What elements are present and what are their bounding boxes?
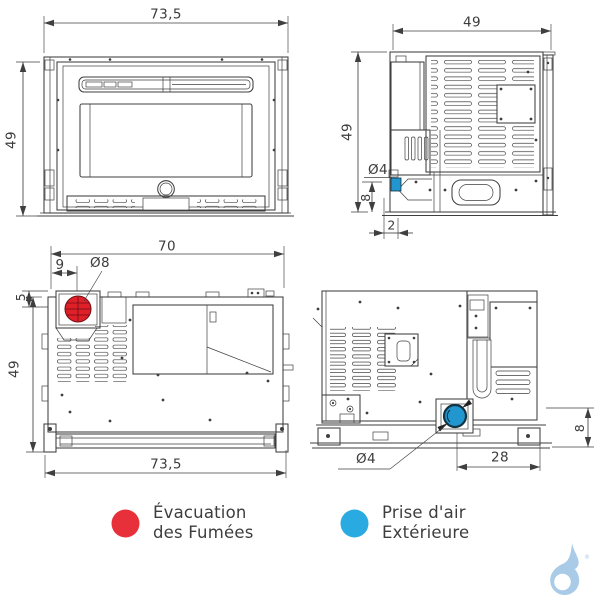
left-side-drawing xyxy=(310,290,552,449)
dim-rear-height: 49 xyxy=(7,296,44,453)
dim-front-height: 49 xyxy=(4,61,40,217)
air-legend-dot xyxy=(340,509,369,538)
dim-rear-flue-offset: 9 Ø8 5 xyxy=(13,255,110,308)
dim-label-side2-air-offset: 28 xyxy=(491,450,509,466)
air-inlet-marker-side xyxy=(390,177,402,192)
rear-panel xyxy=(132,304,274,375)
dim-label-side2-base-height: 8 xyxy=(572,424,587,432)
dim-label-side-air-height: 8 xyxy=(358,193,373,201)
left-side-base xyxy=(310,424,552,449)
rear-view: 70 9 Ø8 5 49 73,5 xyxy=(7,239,294,478)
registered-mark: ® xyxy=(584,554,590,561)
rear-vent-slats xyxy=(55,338,128,382)
side-perforated-panel xyxy=(425,55,541,173)
dim-label-rear-height: 49 xyxy=(7,360,23,378)
bottom-grille xyxy=(66,195,266,212)
legend-flue-line2: des Fumées xyxy=(153,523,254,543)
air-inlet-connector xyxy=(435,398,474,434)
dim-label-side-air-offset: 2 xyxy=(387,218,395,233)
glass-window xyxy=(79,103,253,178)
legend-air-line1: Prise d'air xyxy=(382,503,466,522)
dim-label-rear-width-top: 70 xyxy=(158,239,176,255)
left-side-right-section xyxy=(466,290,538,421)
dim-label-rear-flue-offset-x: 9 xyxy=(56,257,65,273)
dim-label-side2-air-dia: Ø4 xyxy=(356,451,376,467)
legend-item-air: Prise d'air Extérieure xyxy=(340,503,469,543)
drop-hole xyxy=(554,573,571,591)
left-side-bracket xyxy=(321,394,361,424)
left-side-plate xyxy=(384,333,419,367)
right-side-view: 49 49 Ø4 8 2 xyxy=(340,15,558,239)
legend-label-air: Prise d'air Extérieure xyxy=(382,503,469,543)
dim-left-side-air: Ø4 28 8 xyxy=(338,407,594,471)
legend-item-flue: Évacuation des Fumées xyxy=(111,503,253,543)
legend-flue-line1: Évacuation xyxy=(153,503,247,522)
dim-label-rear-flue-offset-y: 5 xyxy=(13,293,28,301)
front-view: 73,5 49 xyxy=(4,7,294,217)
top-air-vent xyxy=(78,76,254,93)
legend-air-line2: Extérieure xyxy=(382,523,470,543)
dim-label-side-air-dia: Ø4 xyxy=(368,162,388,178)
dim-label-front-height: 49 xyxy=(4,131,20,149)
dim-front-width: 73,5 xyxy=(43,7,289,53)
dim-label-rear-flue-dia: Ø8 xyxy=(90,255,110,271)
dim-label-side-height: 49 xyxy=(340,123,356,141)
dim-label-rear-width-bottom: 73,5 xyxy=(150,457,182,473)
dim-rear-width-bottom: 73,5 xyxy=(44,450,287,478)
pointer-arrow-top xyxy=(462,399,472,408)
left-side-view: Ø4 28 8 xyxy=(310,290,594,471)
legend-label-flue: Évacuation des Fumées xyxy=(153,503,253,543)
flue-housing xyxy=(55,290,101,329)
dim-side-height: 49 xyxy=(340,51,387,213)
front-view-drawing xyxy=(37,56,294,217)
right-side-drawing xyxy=(382,51,558,217)
dim-label-front-width: 73,5 xyxy=(150,7,182,23)
flue-legend-dot xyxy=(111,509,140,538)
rear-base-rail xyxy=(43,423,289,453)
rear-view-drawing xyxy=(41,288,294,453)
dim-side-air-inlet: Ø4 8 2 xyxy=(358,162,413,239)
dim-side-depth: 49 xyxy=(392,15,552,50)
brand-logo: ® xyxy=(550,543,590,595)
dim-label-side-depth: 49 xyxy=(463,15,481,31)
side-vertical-vents xyxy=(390,129,431,176)
dim-rear-width-top: 70 xyxy=(50,239,285,289)
door-knob xyxy=(157,180,175,198)
